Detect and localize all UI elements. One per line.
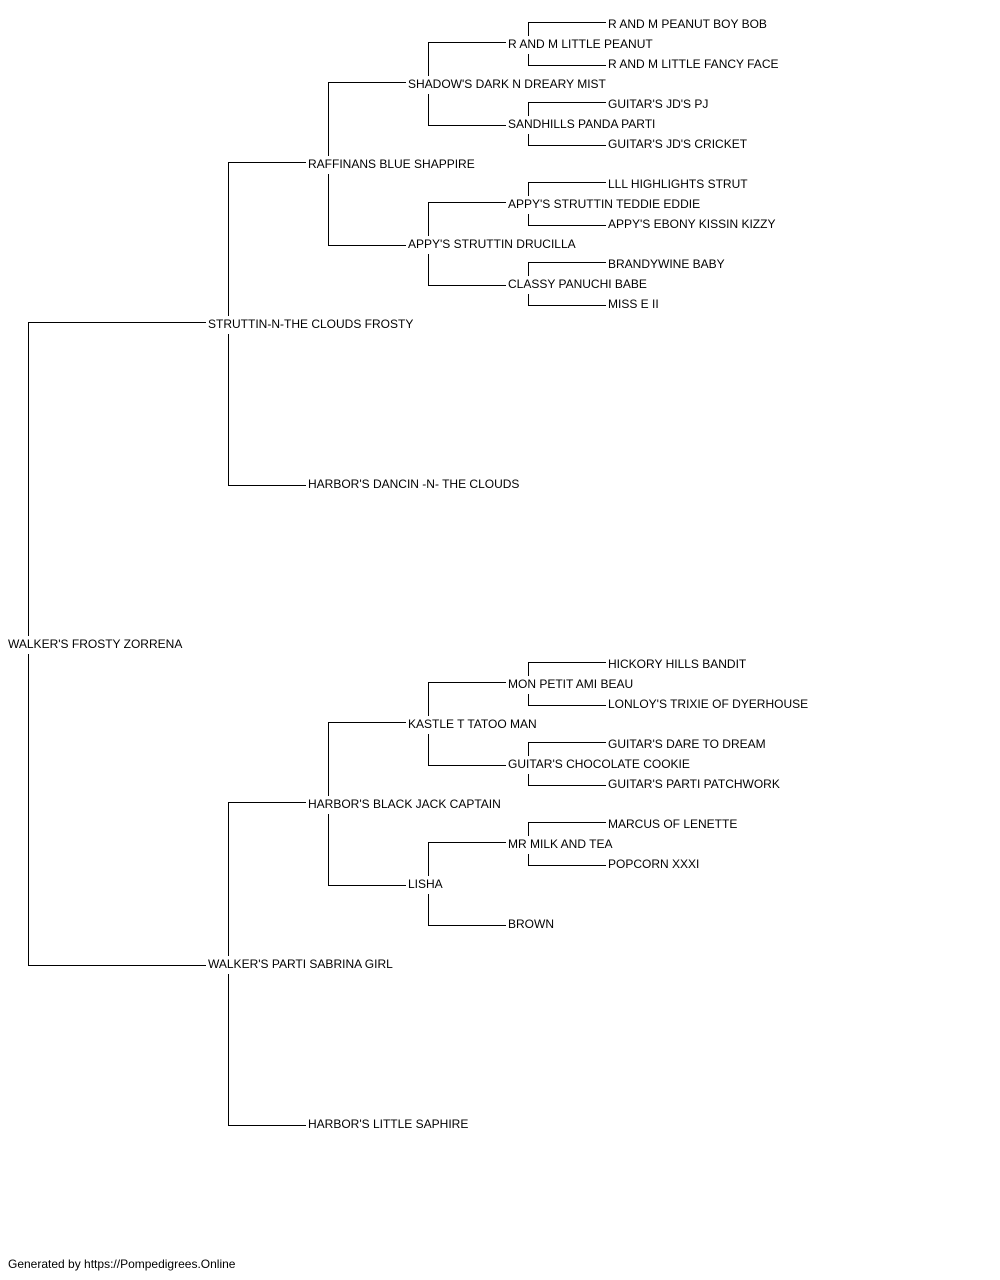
sire-sire-dam-dam-name: CLASSY PANUCHI BABE xyxy=(508,277,647,291)
dam-sire-name: HARBOR'S BLACK JACK CAPTAIN xyxy=(308,797,501,811)
connector-dam-sire xyxy=(228,802,306,956)
g5-dsds-dam-name: POPCORN XXXI xyxy=(608,857,700,871)
connector-ssdd-sire xyxy=(528,262,606,276)
sire-name: STRUTTIN-N-THE CLOUDS FROSTY xyxy=(208,317,414,331)
g5-ssss-dam-name: R AND M LITTLE FANCY FACE xyxy=(608,57,779,71)
connector-subject-dam xyxy=(28,654,206,966)
connector-ssd-sire xyxy=(428,202,506,236)
sire-sire-dam-sire-name: APPY'S STRUTTIN TEDDIE EDDIE xyxy=(508,197,701,211)
dam-sire-sire-sire-name: MON PETIT AMI BEAU xyxy=(508,677,634,691)
g5-ssds-sire-name: LLL HIGHLIGHTS STRUT xyxy=(608,177,748,191)
connector-dss-sire xyxy=(428,682,506,716)
connector-dsds-dam xyxy=(528,854,606,866)
connector-sss-dam xyxy=(428,94,506,126)
connector-dsd-dam xyxy=(428,894,506,926)
connector-dssd-sire xyxy=(528,742,606,756)
dam-sire-sire-dam-name: GUITAR'S CHOCOLATE COOKIE xyxy=(508,757,690,771)
g5-ssdd-dam-name: MISS E II xyxy=(608,297,659,311)
connector-dsds-sire xyxy=(528,822,606,836)
connector-ds-sire xyxy=(328,722,406,796)
g5-ssds-dam-name: APPY'S EBONY KISSIN KIZZY xyxy=(608,217,776,231)
g5-dssd-dam-name: GUITAR'S PARTI PATCHWORK xyxy=(608,777,780,791)
g5-sssd-dam-name: GUITAR'S JD'S CRICKET xyxy=(608,137,748,151)
sire-sire-sire-dam-name: SANDHILLS PANDA PARTI xyxy=(508,117,656,131)
connector-ssdd-dam xyxy=(528,294,606,306)
g5-ssss-sire-name: R AND M PEANUT BOY BOB xyxy=(608,17,767,31)
connector-sss-sire xyxy=(428,42,506,76)
connector-dss-dam xyxy=(428,734,506,766)
connector-dam-dam xyxy=(228,974,306,1126)
connector-ss-sire xyxy=(328,82,406,156)
connector-ds-dam xyxy=(328,814,406,886)
sire-sire-dam-name: APPY'S STRUTTIN DRUCILLA xyxy=(408,237,576,251)
g5-dsss-dam-name: LONLOY'S TRIXIE OF DYERHOUSE xyxy=(608,697,809,711)
connector-ssds-dam xyxy=(528,214,606,226)
subject-name: WALKER'S FROSTY ZORRENA xyxy=(8,637,183,651)
sire-sire-sire-name: SHADOW'S DARK N DREARY MIST xyxy=(408,77,606,91)
connector-ssss-sire xyxy=(528,22,606,36)
dam-sire-sire-name: KASTLE T TATOO MAN xyxy=(408,717,537,731)
dam-sire-dam-name: LISHA xyxy=(408,877,443,891)
connector-subject-sire xyxy=(28,322,206,636)
dam-sire-dam-dam-name: BROWN xyxy=(508,917,554,931)
connector-sire-sire xyxy=(228,162,306,316)
sire-dam-name: HARBOR'S DANCIN -N- THE CLOUDS xyxy=(308,477,520,491)
generated-by-footer: Generated by https://Pompedigrees.Online xyxy=(8,1257,236,1271)
connector-dsss-sire xyxy=(528,662,606,676)
connector-dsss-dam xyxy=(528,694,606,706)
connector-dssd-dam xyxy=(528,774,606,786)
dam-sire-dam-sire-name: MR MILK AND TEA xyxy=(508,837,613,851)
g5-sssd-sire-name: GUITAR'S JD'S PJ xyxy=(608,97,709,111)
g5-ssdd-sire-name: BRANDYWINE BABY xyxy=(608,257,725,271)
connector-sssd-dam xyxy=(528,134,606,146)
connector-ssds-sire xyxy=(528,182,606,196)
connector-sssd-sire xyxy=(528,102,606,116)
connector-ssss-dam xyxy=(528,54,606,66)
sire-sire-name: RAFFINANS BLUE SHAPPIRE xyxy=(308,157,475,171)
g5-dsds-sire-name: MARCUS OF LENETTE xyxy=(608,817,738,831)
connector-dsd-sire xyxy=(428,842,506,876)
connector-sire-dam xyxy=(228,334,306,486)
sire-sire-sire-sire-name: R AND M LITTLE PEANUT xyxy=(508,37,653,51)
connector-ssd-dam xyxy=(428,254,506,286)
dam-name: WALKER'S PARTI SABRINA GIRL xyxy=(208,957,393,971)
g5-dsss-sire-name: HICKORY HILLS BANDIT xyxy=(608,657,747,671)
g5-dssd-sire-name: GUITAR'S DARE TO DREAM xyxy=(608,737,766,751)
dam-dam-name: HARBOR'S LITTLE SAPHIRE xyxy=(308,1117,469,1131)
connector-ss-dam xyxy=(328,174,406,246)
